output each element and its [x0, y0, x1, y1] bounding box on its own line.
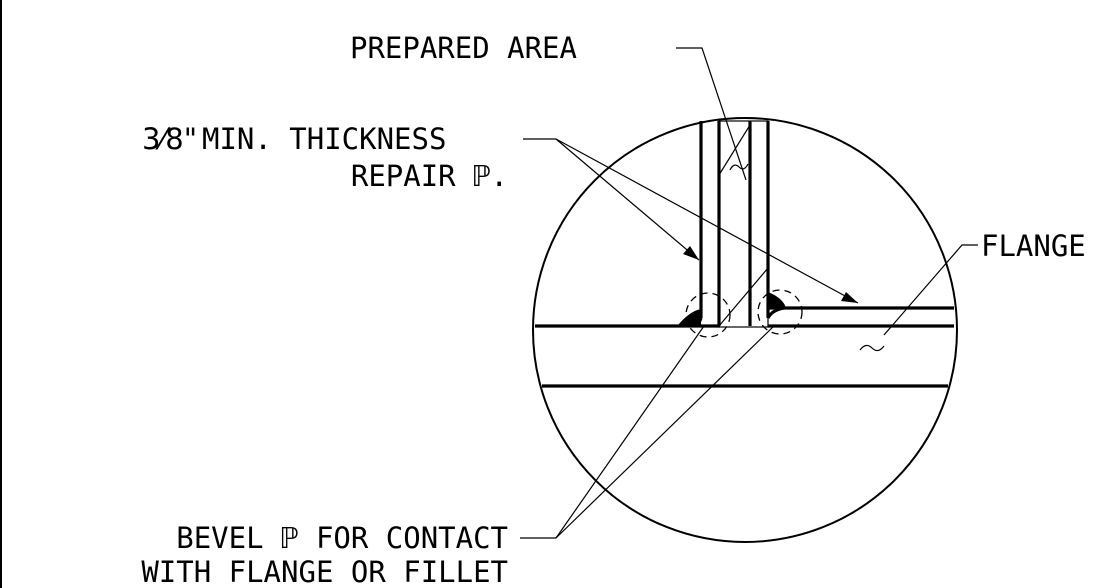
- repair-plate-label: REPAIR ℙ.: [351, 159, 508, 193]
- tilde-symbol-flange: [859, 344, 885, 352]
- flange-label: FLANGE: [981, 229, 1086, 263]
- prepared-area-box: [718, 120, 769, 328]
- tilde-symbol-top: [729, 163, 749, 171]
- bevel-label-line2: WITH FLANGE OR FILLET: [141, 555, 508, 588]
- fillet-weld-left-curve: [689, 317, 703, 328]
- thickness-arrowhead-plate: [683, 246, 699, 260]
- bevel-leader-to-right: [555, 325, 775, 539]
- fillet-weld-left: [678, 309, 701, 326]
- prepared-area-leader: [676, 47, 747, 181]
- thickness-arrowhead-flange: [841, 292, 858, 303]
- thickness-fraction: 3⁄8": [142, 122, 197, 156]
- bevel-zone-right: [757, 289, 803, 335]
- fillet-weld-right-curve: [766, 306, 785, 319]
- thickness-leader-to-flange: [555, 138, 859, 304]
- fillet-weld-right: [768, 292, 786, 308]
- bevel-label-line1: BEVEL ℙ FOR CONTACT: [176, 521, 508, 555]
- bevel-zone-left: [685, 292, 731, 338]
- thickness-label-line1: MIN. THICKNESS: [202, 122, 446, 156]
- bevel-leader-to-left: [555, 325, 705, 539]
- thickness-leader-to-plate: [555, 138, 700, 261]
- prepared-area-diagonal-bottom: [718, 267, 769, 327]
- detail-circle: [532, 117, 958, 543]
- flange-leader: [883, 244, 978, 336]
- prepared-area-diagonal-top: [718, 124, 751, 176]
- prepared-area-label: PREPARED AREA: [350, 31, 577, 65]
